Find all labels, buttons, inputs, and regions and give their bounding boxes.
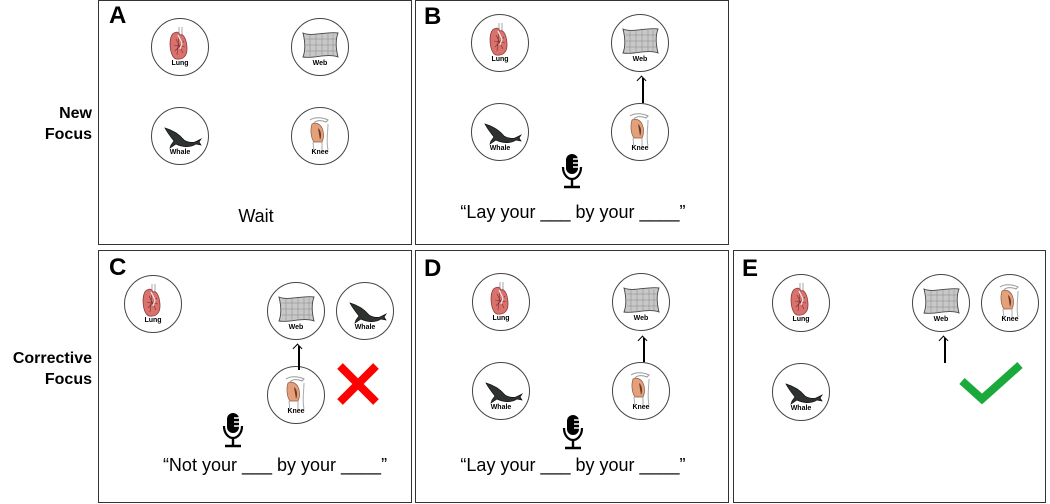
item-label: Knee [631,145,649,152]
item-label: Web [933,316,949,323]
item-label: Lung [792,316,810,323]
item-label: Web [632,56,648,63]
row-label-new-focus: New Focus [45,103,92,145]
microphone-icon [222,412,244,448]
row-label-line: Focus [44,126,92,143]
panel-caption: “Lay your ___ by your ____” [460,455,686,475]
panel-label: B [424,3,442,30]
item-label: Web [312,60,328,67]
web-item: Web [291,18,349,76]
knee-item: Knee [267,366,325,424]
item-label: Whale [790,405,812,412]
panel-caption: “Not your ___ by your ____” [162,455,388,475]
web-item: Web [612,273,670,331]
item-label: Lung [491,56,509,63]
panel-d: D Lung Web Whale Knee “Lay your ___ by y… [415,250,729,503]
whale-item: Whale [772,363,830,421]
panel-label: E [742,255,759,282]
whale-item: Whale [471,103,529,161]
item-label: Whale [490,404,512,411]
panel-label: D [424,255,442,282]
panel-e: E Lung Web Knee Whale [733,250,1046,503]
item-label: Whale [354,324,376,331]
up-arrow-icon [944,338,946,363]
row-label-corrective-focus: Corrective Focus [13,348,92,390]
web-item: Web [611,14,669,72]
item-label: Knee [287,408,305,415]
lung-item: Lung [151,18,209,76]
row-label-line: Focus [44,371,92,388]
panel-b: B Lung Web Whale Knee “Lay your ___ by y… [415,0,729,245]
microphone-icon [562,414,584,450]
knee-item: Knee [291,107,349,165]
red-x-icon [337,363,379,405]
lung-item: Lung [124,275,182,333]
item-label: Lung [492,315,510,322]
item-label: Lung [171,60,189,67]
item-label: Whale [169,149,191,156]
microphone-icon [561,153,583,189]
panel-c: C Lung Web Whale Knee “Not your ___ by y… [98,250,412,503]
panel-caption: “Lay your ___ by your ____” [460,202,686,222]
item-label: Knee [1001,316,1019,323]
knee-item: Knee [612,362,670,420]
item-label: Web [288,324,304,331]
up-arrow-icon [643,338,645,362]
row-label-line: New [59,105,92,122]
row-label-line: Corrective [12,350,92,367]
knee-item: Knee [981,274,1039,332]
whale-item: Whale [472,362,530,420]
panel-label: C [109,254,127,281]
item-label: Lung [144,317,162,324]
lung-item: Lung [772,274,830,332]
knee-item: Knee [611,103,669,161]
item-label: Knee [632,404,650,411]
up-arrow-icon [298,346,300,370]
lung-item: Lung [471,14,529,72]
lung-item: Lung [472,273,530,331]
green-check-icon [959,362,1023,405]
item-label: Knee [311,149,329,156]
web-item: Web [912,274,970,332]
panel-label: A [109,2,127,29]
panel-caption: Wait [238,206,274,226]
item-label: Whale [489,145,511,152]
panel-a: A Lung Web Whale Knee Wait [98,0,412,245]
whale-item: Whale [151,107,209,165]
whale-item: Whale [336,282,394,340]
item-label: Web [633,315,649,322]
up-arrow-icon [642,78,644,103]
web-item: Web [267,282,325,340]
